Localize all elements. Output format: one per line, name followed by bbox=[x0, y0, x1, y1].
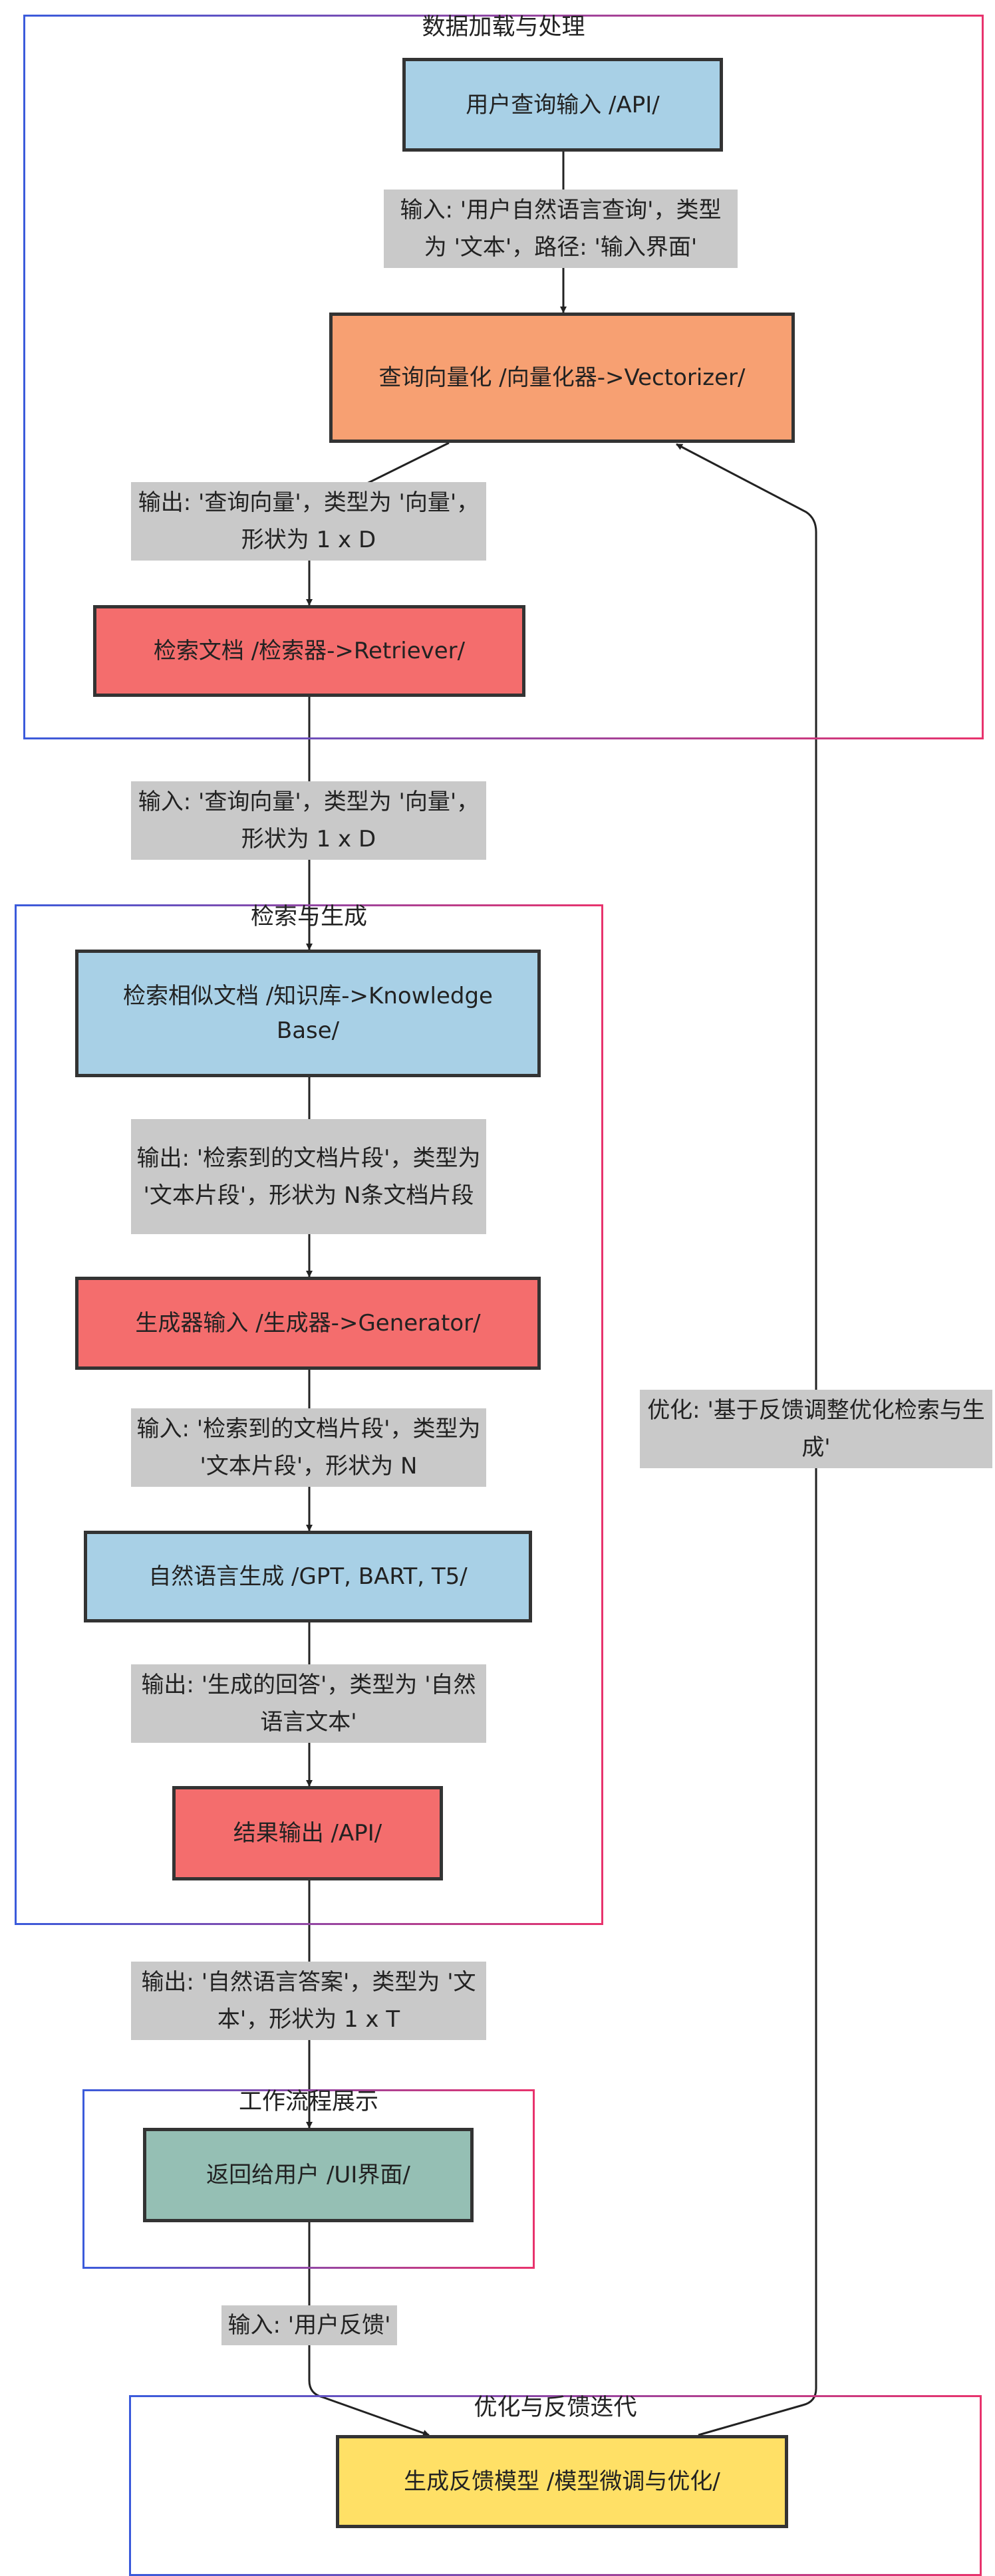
node-vectorize[interactable]: 查询向量化 /向量化器->Vectorizer/ bbox=[329, 313, 795, 443]
node-user-query[interactable]: 用户查询输入 /API/ bbox=[402, 58, 723, 152]
edge-label-optimize: 优化: '基于反馈调整优化检索与生成' bbox=[640, 1390, 992, 1468]
edge-label-output-nl-answer: 输出: '自然语言答案'，类型为 '文本'，形状为 1 x T bbox=[131, 1962, 486, 2040]
edge-label-output-answer: 输出: '生成的回答'，类型为 '自然语言文本' bbox=[131, 1664, 486, 1743]
edge-label-input-vector: 输入: '查询向量'，类型为 '向量'，形状为 1 x D bbox=[131, 781, 486, 860]
cluster-title: 优化与反馈迭代 bbox=[474, 2394, 637, 2421]
node-nlg[interactable]: 自然语言生成 /GPT, BART, T5/ bbox=[84, 1531, 532, 1622]
node-generator-input[interactable]: 生成器输入 /生成器->Generator/ bbox=[75, 1277, 541, 1370]
node-return-user[interactable]: 返回给用户 /UI界面/ bbox=[143, 2128, 474, 2222]
edge-label-input-doc-fragments: 输入: '检索到的文档片段'，类型为 '文本片段'，形状为 N bbox=[131, 1408, 486, 1487]
cluster-title: 工作流程展示 bbox=[238, 2089, 378, 2115]
node-result-output[interactable]: 结果输出 /API/ bbox=[172, 1786, 443, 1880]
edge-label-input-feedback: 输入: '用户反馈' bbox=[221, 2305, 397, 2345]
edge-label-input-query: 输入: '用户自然语言查询'，类型为 '文本'，路径: '输入界面' bbox=[384, 190, 738, 268]
cluster-title: 检索与生成 bbox=[250, 904, 367, 930]
edge-label-output-vector: 输出: '查询向量'，类型为 '向量'，形状为 1 x D bbox=[131, 482, 486, 561]
node-search-similar[interactable]: 检索相似文档 /知识库->Knowledge Base/ bbox=[75, 950, 541, 1077]
node-retrieve-docs[interactable]: 检索文档 /检索器->Retriever/ bbox=[93, 605, 525, 697]
edge-label-output-doc-fragments: 输出: '检索到的文档片段'，类型为 '文本片段'，形状为 N条文档片段 bbox=[131, 1119, 486, 1234]
cluster-title: 数据加载与处理 bbox=[422, 14, 585, 41]
node-feedback-model[interactable]: 生成反馈模型 /模型微调与优化/ bbox=[336, 2435, 788, 2528]
